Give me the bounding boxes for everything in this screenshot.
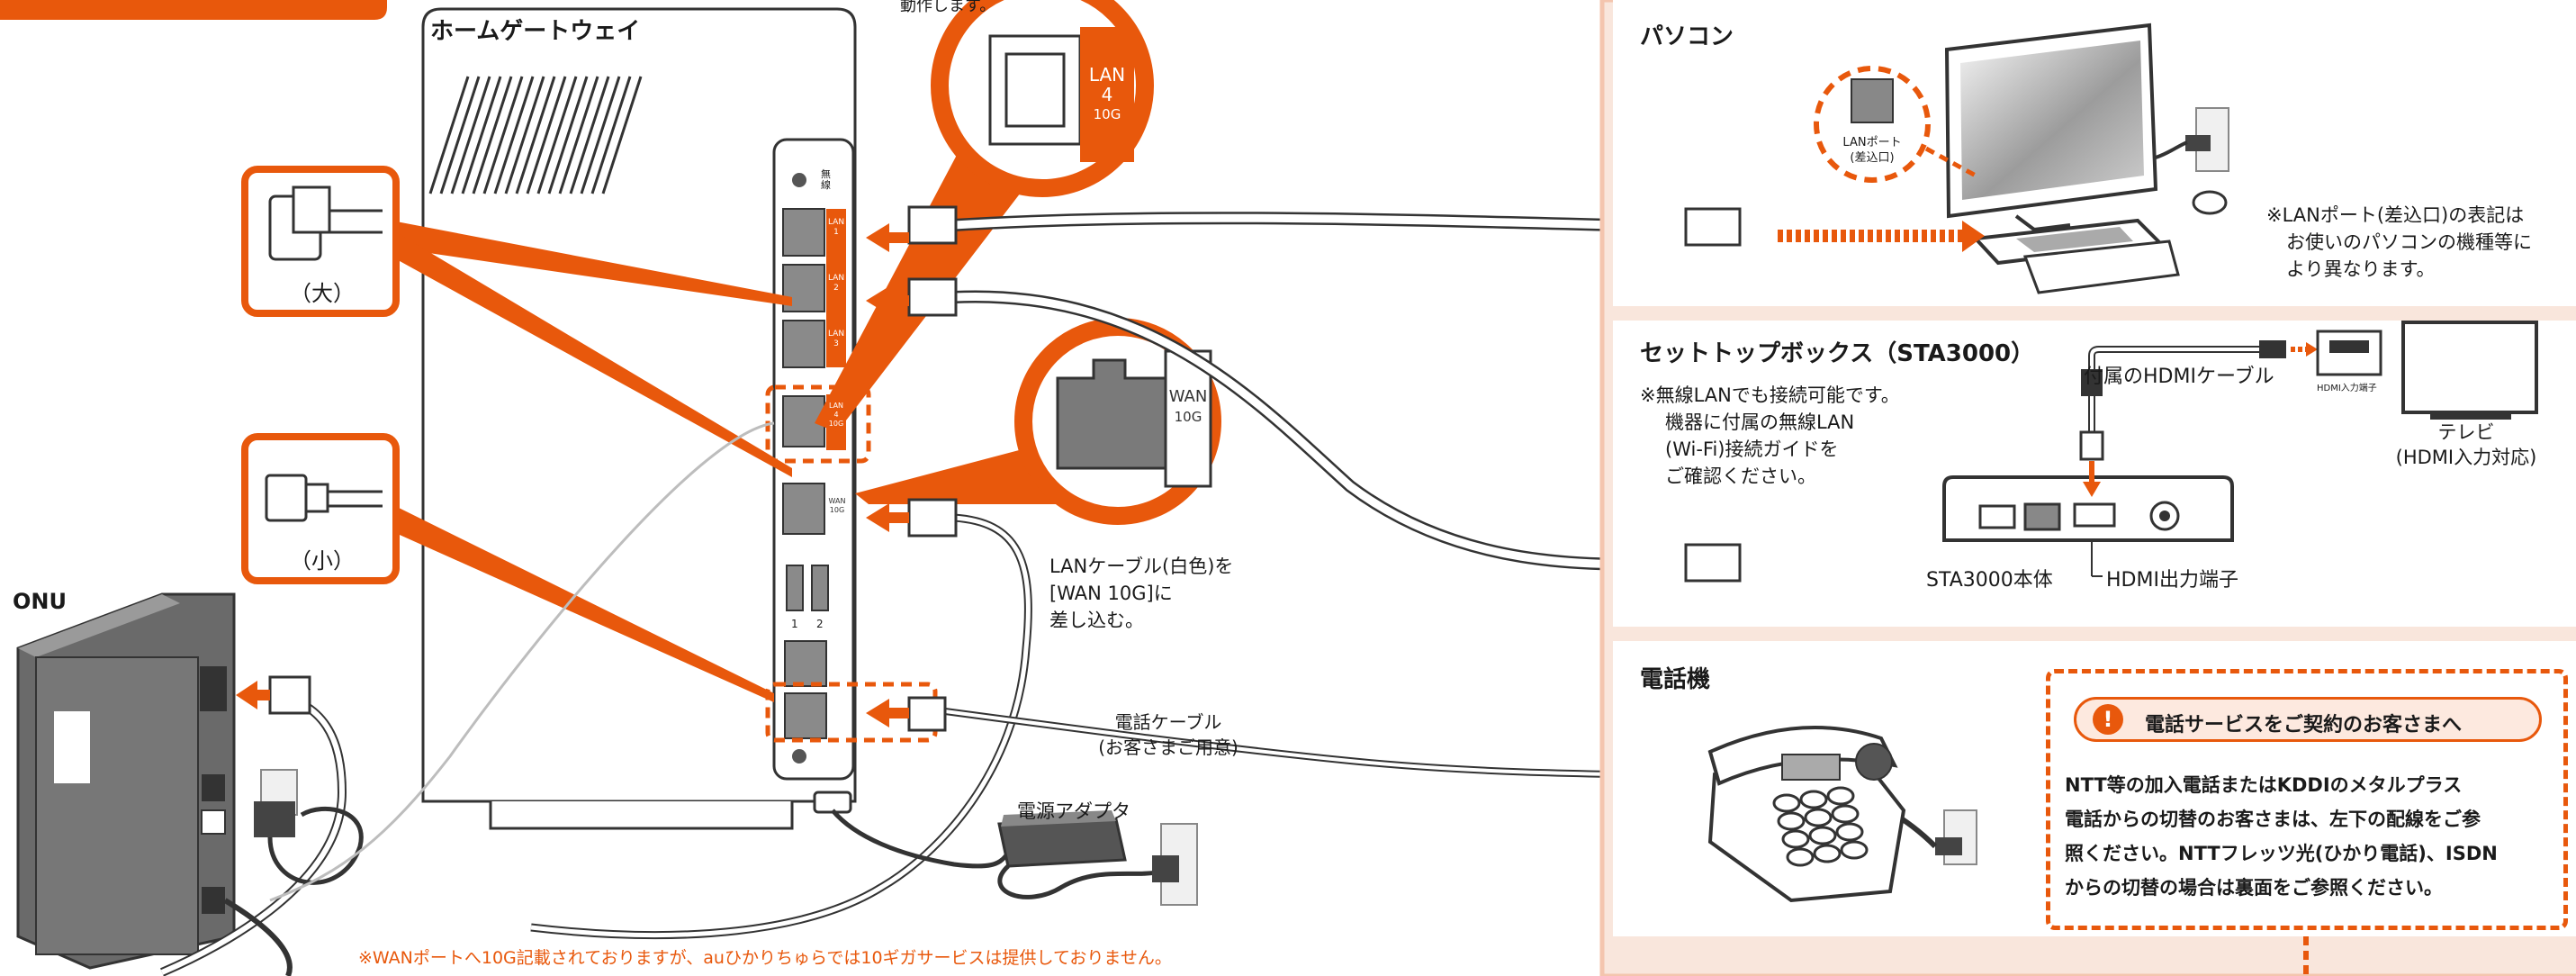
connector-small-callout <box>241 433 774 702</box>
telephone-illustration <box>1707 726 1977 903</box>
tv-label: テレビ (HDMI入力対応) <box>2395 421 2537 468</box>
connector-small-label: （小） <box>290 548 355 574</box>
zoom-wan <box>855 318 1221 525</box>
telephone-service-notice: ! 電話サービスをご契約のお客さまへ NTT等の加入電話またはKDDIのメタルプ… <box>2046 669 2568 930</box>
notice-header: ! 電話サービスをご契約のお客さまへ <box>2074 697 2542 742</box>
onu-label: ONU <box>13 589 67 614</box>
wan-instruction: LANケーブル(白色)を [WAN 10G]に 差し込む。 <box>1049 556 1234 631</box>
hdmi-out-label: HDMI出力端子 <box>2106 569 2238 592</box>
connector-large-label: （大） <box>290 281 355 306</box>
connector-large-callout <box>241 166 792 477</box>
stb-panel-title: セットトップボックス（STA3000） <box>1640 340 2035 367</box>
exclamation-icon: ! <box>2093 704 2123 735</box>
notice-line: 電話からの切替のお客さまは、左下の配線をご参 <box>2065 809 2481 830</box>
lan-port-callout <box>1814 66 1931 183</box>
power-adapter <box>997 810 1198 906</box>
notice-line: NTT等の加入電話またはKDDIのメタルプラス <box>2065 774 2463 796</box>
notice-line: 照ください。NTTフレッツ光(ひかり電話)、ISDN <box>2065 843 2498 864</box>
top-note: 動作します。 <box>900 0 996 15</box>
pc-illustration <box>1944 23 2229 294</box>
home-gateway <box>421 7 938 830</box>
pc-panel-note: ※LANポート(差込口)の表記は お使いのパソコンの機種等に より異なります。 <box>2266 204 2532 280</box>
notice-title: 電話サービスをご契約のお客さまへ <box>2145 714 2463 737</box>
footnote: ※WANポートへ10G記載されておりますが、auひかりちゅらでは10ギガサービス… <box>358 948 1172 968</box>
stb-body-label: STA3000本体 <box>1926 569 2053 592</box>
usb-label-1: 1 <box>791 618 798 630</box>
lan-plugs <box>866 205 958 732</box>
pc-panel-title: パソコン <box>1640 23 1734 50</box>
wireless-label: 無線 <box>821 168 831 191</box>
header-tab <box>0 0 387 20</box>
lan-port-label: LANポート (差込口) <box>1842 136 1902 165</box>
hdmi-cable-label: 付属のHDMIケーブル <box>2084 366 2274 388</box>
gateway-title: ホームゲートウェイ <box>430 18 641 45</box>
phone-panel-title: 電話機 <box>1640 666 1711 693</box>
hdmi-input-label: HDMI入力端子 <box>2317 384 2377 393</box>
notice-line: からの切替の場合は裏面をご参照ください。 <box>2065 877 2443 899</box>
stb-panel-note: ※無線LANでも接続可能です。 機器に付属の無線LAN (Wi-Fi)接続ガイド… <box>1640 384 1900 487</box>
stb-illustration <box>1684 321 2538 583</box>
usb-label-2: 2 <box>816 618 824 630</box>
onu-device <box>16 592 236 970</box>
power-adapter-label: 電源アダプタ <box>1017 800 1130 822</box>
phone-cable-label: 電話ケーブル (お客さまご用意) <box>1098 711 1238 758</box>
